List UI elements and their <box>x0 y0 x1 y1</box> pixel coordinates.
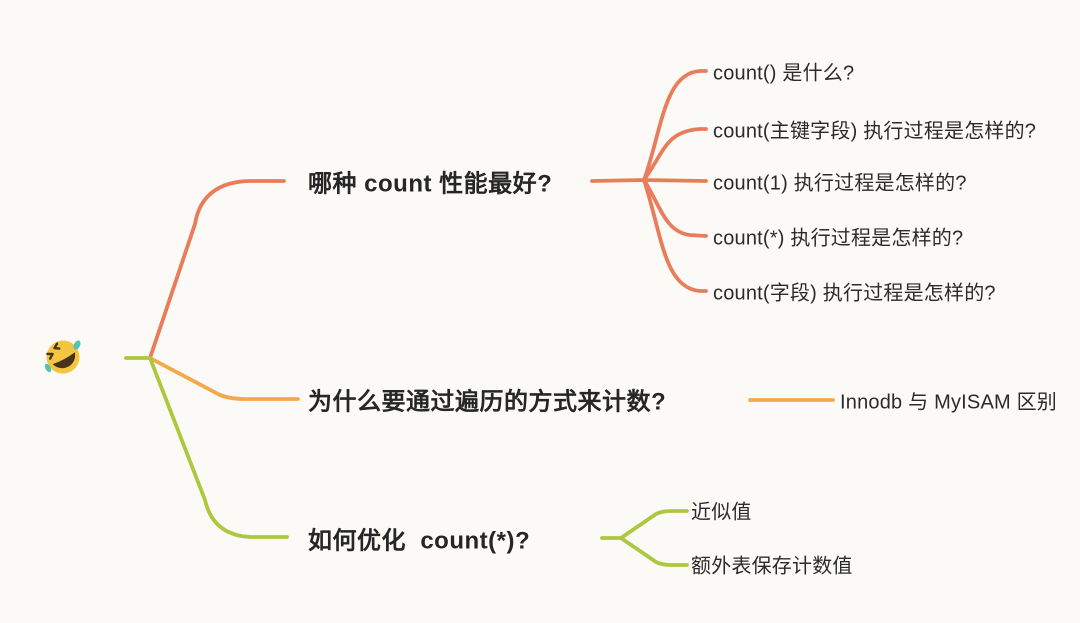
node-topic-1-child-5[interactable]: count(字段) 执行过程是怎样的? <box>713 282 996 305</box>
node-topic-1-child-2[interactable]: count(主键字段) 执行过程是怎样的? <box>713 120 1037 143</box>
root-node[interactable] <box>42 336 84 378</box>
branch-2-connectors <box>148 356 835 402</box>
branch-1-connectors <box>148 69 708 360</box>
rofl-laughing-emoji-icon <box>44 340 81 374</box>
node-topic-1[interactable]: 哪种 count 性能最好? <box>308 170 553 198</box>
branch-3-connectors <box>124 356 689 567</box>
node-topic-3[interactable]: 如何优化 count(*)? <box>308 527 531 555</box>
node-topic-3-child-2[interactable]: 额外表保存计数值 <box>691 555 853 578</box>
node-topic-1-child-4[interactable]: count(*) 执行过程是怎样的? <box>713 227 964 250</box>
node-topic-2-child-1[interactable]: Innodb 与 MyISAM 区别 <box>840 391 1057 414</box>
node-topic-1-child-1[interactable]: count() 是什么? <box>713 62 855 85</box>
node-topic-3-child-1[interactable]: 近似值 <box>691 501 752 524</box>
node-topic-2[interactable]: 为什么要通过遍历的方式来计数? <box>308 388 667 416</box>
node-topic-1-child-3[interactable]: count(1) 执行过程是怎样的? <box>713 172 967 195</box>
